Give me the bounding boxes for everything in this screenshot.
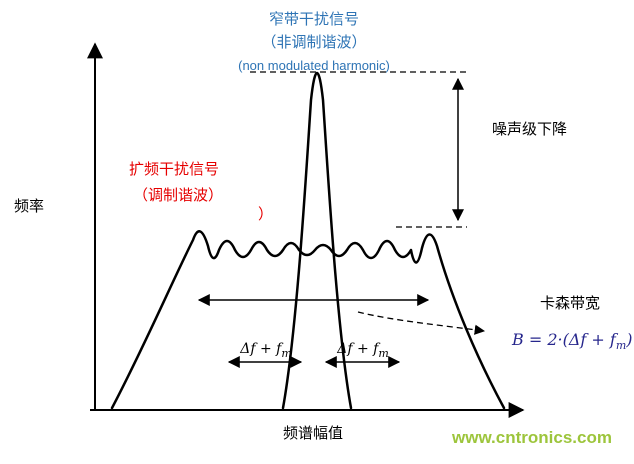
narrowband-label-line3-english: (non modulated harmonic): [238, 58, 390, 73]
formula-end: ): [626, 330, 633, 349]
narrowband-label-line1: 窄带干扰信号: [268, 11, 359, 28]
delta-f-right-sub: m: [378, 346, 389, 360]
formula-subscript: m: [615, 339, 627, 353]
x-axis-label: 频谱幅值: [283, 425, 344, 442]
narrowband-label-line2: （非调制谐波）: [261, 34, 367, 51]
watermark: www.cntronics.com: [452, 428, 612, 447]
spread-label-stray-paren: ）: [258, 206, 274, 223]
carson-bandwidth-title: 卡森带宽: [540, 295, 601, 312]
delta-f-left-sub: m: [281, 346, 292, 360]
carson-bandwidth-formula: B = 2·(Δf + fm): [512, 330, 633, 353]
delta-f-right-main: Δf + f: [337, 341, 379, 357]
y-axis-label: 频率: [14, 198, 45, 215]
delta-f-left-main: Δf + f: [240, 341, 282, 357]
noise-drop-label: 噪声级下降: [492, 121, 568, 138]
delta-f-label-left: Δf + fm: [230, 341, 302, 361]
carson-pointer-arrow: [357, 311, 486, 335]
spread-label-line2: （调制谐波）: [133, 187, 224, 204]
spread-label-line1: 扩频干扰信号: [129, 161, 220, 178]
delta-f-label-right: Δf + fm: [327, 341, 399, 361]
formula-main: B = 2·(Δf + f: [512, 330, 616, 349]
spread-spectrum-curve: [110, 230, 506, 410]
